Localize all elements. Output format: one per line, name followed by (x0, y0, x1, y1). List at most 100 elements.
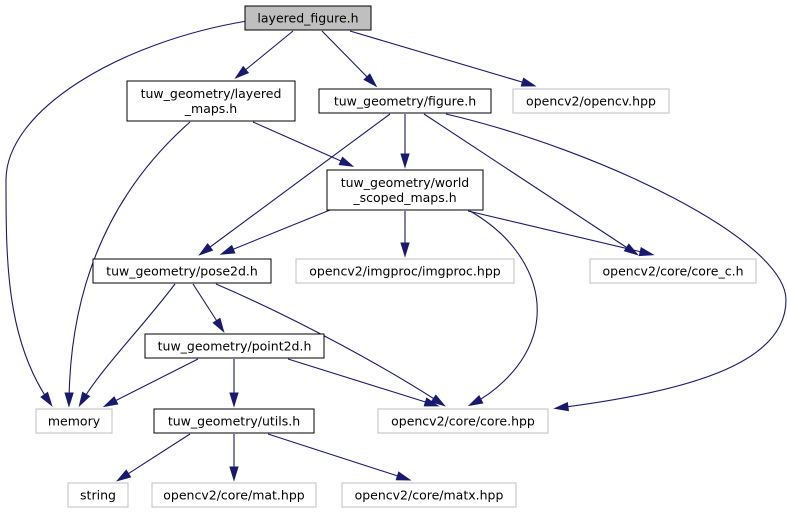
node-label: tuw_geometry/pose2d.h (106, 264, 258, 279)
node-label: opencv2/core/mat.hpp (163, 488, 304, 503)
edge-line (201, 113, 391, 254)
node-box (244, 5, 372, 31)
nodes-layer: layered_figure.h tuw_geometry/layered_map… (35, 5, 757, 508)
node-core-c: opencv2/core/core_c.h (589, 258, 757, 284)
node-box (153, 408, 315, 434)
node-box (144, 333, 325, 359)
node-box (67, 482, 129, 508)
edge-point2d-to-core_hpp (287, 358, 440, 407)
edge-pose2d-to-core_hpp (215, 283, 446, 407)
node-layered-figure[interactable]: layered_figure.h (244, 5, 372, 31)
node-label: opencv2/core/matx.hpp (355, 488, 504, 503)
edge-line (467, 210, 651, 255)
node-box (341, 482, 517, 508)
edge-line (252, 121, 351, 166)
arrowhead (430, 394, 446, 407)
node-label: tuw_geometry/figure.h (334, 94, 476, 109)
arrowhead (553, 402, 570, 412)
node-box (512, 88, 670, 114)
edge-world_scoped-to-core_hpp (467, 210, 538, 407)
edge-line (445, 113, 787, 409)
arrowhead (40, 391, 53, 407)
node-label: tuw_geometry/point2d.h (158, 339, 312, 354)
edge-line (267, 433, 408, 480)
node-label: opencv2/core/core.hpp (391, 414, 535, 429)
node-label: string (80, 488, 116, 503)
edge-line (5, 20, 248, 404)
arrowhead (219, 244, 236, 255)
arrowhead (400, 242, 410, 258)
node-figure[interactable]: tuw_geometry/figure.h (318, 88, 492, 114)
node-label: _maps.h (184, 101, 237, 116)
node-box (318, 88, 492, 114)
node-label: opencv2/opencv.hpp (526, 94, 656, 109)
node-utils[interactable]: tuw_geometry/utils.h (153, 408, 315, 434)
edge-layered_maps-to-memory (64, 121, 191, 408)
arrowhead (234, 65, 250, 79)
arrowhead (423, 397, 440, 407)
edge-utils-to-mat (229, 434, 239, 482)
arrowhead (520, 77, 537, 87)
arrowhead (395, 471, 412, 481)
arrowhead (229, 392, 239, 408)
edge-world_scoped-to-core_c (467, 210, 655, 257)
node-imgproc: opencv2/imgproc/imgproc.hpp (295, 258, 515, 284)
edge-line (80, 283, 176, 404)
arrowhead (212, 317, 225, 333)
edge-layered_figure-to-opencv (349, 30, 537, 87)
edge-figure-to-pose2d (198, 113, 391, 256)
node-box (295, 258, 515, 284)
edge-utils-to-string (116, 433, 191, 482)
arrowhead (400, 153, 410, 169)
arrowhead (78, 391, 91, 408)
arrowhead (467, 395, 484, 407)
edge-line (119, 433, 191, 480)
node-label: tuw_geometry/world (341, 175, 470, 190)
node-box (92, 258, 272, 284)
node-point2d[interactable]: tuw_geometry/point2d.h (144, 333, 325, 359)
edge-line (237, 30, 294, 77)
edge-line (423, 113, 636, 254)
node-box (326, 169, 484, 211)
edge-line (469, 210, 538, 405)
node-layered-maps[interactable]: tuw_geometry/layered_maps.h (126, 80, 296, 122)
node-core-hpp: opencv2/core/core.hpp (377, 408, 549, 434)
node-box (126, 80, 296, 122)
edge-layered_figure-to-layered_maps (234, 30, 294, 79)
node-box (35, 408, 113, 434)
arrowhead (198, 242, 214, 256)
arrowhead (338, 156, 355, 167)
node-opencv: opencv2/opencv.hpp (512, 88, 670, 114)
node-label: layered_figure.h (257, 11, 358, 26)
node-mat: opencv2/core/mat.hpp (151, 482, 317, 508)
arrowhead (363, 73, 378, 88)
edge-layered_figure-to-figure (321, 30, 378, 88)
edge-layered_figure-to-memory (5, 20, 248, 407)
edge-line (68, 121, 191, 404)
edge-world_scoped-to-imgproc (400, 211, 410, 258)
arrowhead (64, 392, 74, 408)
node-label: tuw_geometry/layered (141, 86, 282, 101)
edge-line (349, 30, 533, 86)
edge-world_scoped-to-pose2d (219, 209, 331, 255)
arrowhead (229, 466, 239, 482)
edge-utils-to-matx (267, 433, 412, 481)
edge-point2d-to-memory (102, 358, 199, 408)
node-matx: opencv2/core/matx.hpp (341, 482, 517, 508)
node-label: opencv2/imgproc/imgproc.hpp (309, 264, 500, 279)
edge-line (106, 358, 199, 406)
edge-layered_maps-to-world_scoped (252, 121, 355, 167)
node-box (151, 482, 317, 508)
node-memory: memory (35, 408, 113, 434)
edge-point2d-to-utils (229, 359, 239, 408)
edge-line (215, 283, 443, 405)
node-world-scoped[interactable]: tuw_geometry/world_scoped_maps.h (326, 169, 484, 211)
edge-pose2d-to-memory (78, 283, 176, 408)
edge-line (287, 358, 436, 406)
node-pose2d[interactable]: tuw_geometry/pose2d.h (92, 258, 272, 284)
edge-line (223, 209, 331, 254)
edge-figure-to-world_scoped (400, 114, 410, 169)
edge-figure-to-core_hpp (445, 113, 787, 412)
edge-pose2d-to-point2d (192, 283, 225, 333)
